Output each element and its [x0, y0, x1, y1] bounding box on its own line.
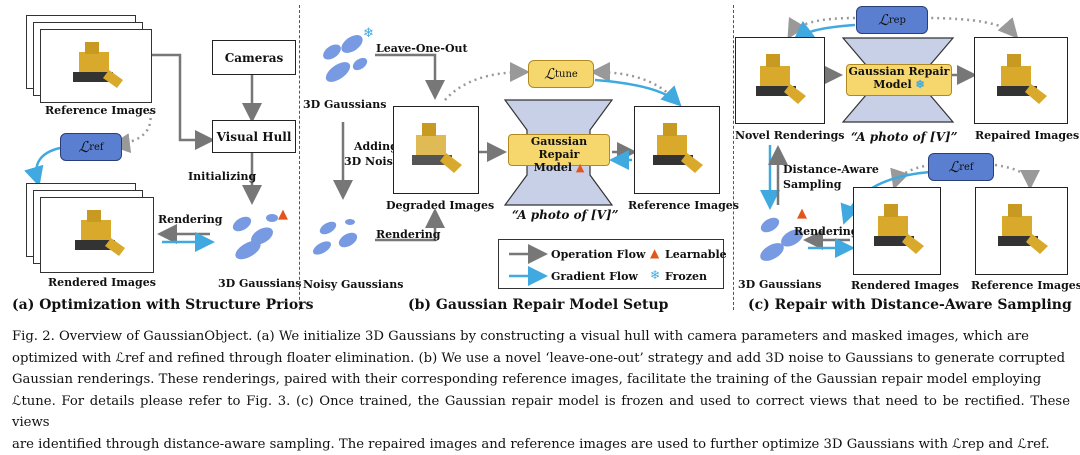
- gaussians-label-c: 3D Gaussians: [738, 278, 821, 291]
- noisy-gaussians-label: Noisy Gaussians: [303, 278, 403, 291]
- rendering-label-b: Rendering: [376, 228, 441, 241]
- visual-hull-box: Visual Hull: [212, 120, 296, 153]
- visual-hull-label: Visual Hull: [217, 130, 292, 144]
- fire-icon: ▲: [797, 206, 807, 221]
- separator-ab: [299, 5, 300, 310]
- reference-image-b: [634, 106, 720, 194]
- gaussians-label-b: 3D Gaussians: [303, 98, 386, 111]
- loss-rep-sub: rep: [889, 15, 906, 26]
- caption-c: (c) Repair with Distance-Aware Sampling: [748, 297, 1072, 313]
- reference-image-c: [975, 187, 1068, 275]
- rendering-label-c: Rendering: [794, 225, 859, 238]
- loss-ref-sub-c: ref: [959, 162, 973, 173]
- bulldozer-icon: [975, 38, 1067, 123]
- bulldozer-icon: [976, 188, 1067, 274]
- legend-arrows: [505, 240, 555, 288]
- caption-b: (b) Gaussian Repair Model Setup: [408, 297, 668, 313]
- bulldozer-icon: [394, 107, 478, 193]
- bulldozer-icon: [854, 188, 940, 274]
- repair-model-line1-c: Gaussian Repair: [847, 65, 951, 78]
- novel-rendering-image: [735, 37, 825, 124]
- prompt-label-c: “A photo of [V]”: [851, 130, 958, 144]
- loss-ref-symbol-c: ℒ: [948, 158, 959, 176]
- loss-ref-symbol: ℒ: [78, 138, 89, 156]
- legend-gradient-label: Gradient Flow: [551, 270, 638, 283]
- degraded-images-label: Degraded Images: [386, 199, 494, 212]
- distance-aware-label-1: Distance-Aware: [783, 163, 879, 176]
- reference-images-label: Reference Images: [45, 104, 156, 117]
- prompt-label-b: “A photo of [V]”: [512, 208, 619, 222]
- figure-caption: Fig. 2. Overview of GaussianObject. (a) …: [12, 326, 1070, 455]
- fire-icon: ▲: [650, 246, 659, 260]
- repaired-images-label: Repaired Images: [975, 129, 1079, 142]
- caption-a: (a) Optimization with Structure Priors: [12, 297, 313, 313]
- snowflake-icon: ❄: [363, 26, 374, 41]
- caption-line-1: Fig. 2. Overview of GaussianObject. (a) …: [12, 326, 1070, 348]
- reference-images-label-c: Reference Images: [971, 279, 1080, 292]
- caption-line-4: ℒtune. For details please refer to Fig. …: [12, 391, 1070, 434]
- legend: Operation Flow Gradient Flow ▲ Learnable…: [498, 239, 724, 289]
- fire-icon: ▲: [576, 161, 584, 174]
- reference-images-label-b: Reference Images: [628, 199, 739, 212]
- repair-model-line2: Model: [534, 161, 572, 174]
- legend-frozen-label: Frozen: [665, 270, 707, 283]
- loss-tune-symbol: ℒ: [544, 65, 555, 83]
- caption-line-5: are identified through distance-aware sa…: [12, 434, 1070, 455]
- repair-model-line2-c: Model: [873, 78, 911, 91]
- snowflake-icon: ❄: [916, 78, 925, 91]
- bulldozer-icon: [635, 107, 719, 193]
- bulldozer-icon: [41, 198, 153, 272]
- fire-icon: ▲: [278, 207, 288, 222]
- reference-image: [40, 29, 152, 103]
- legend-learnable-label: Learnable: [665, 248, 727, 261]
- rendered-image: [40, 197, 154, 273]
- cameras-box: Cameras: [212, 40, 296, 75]
- rendering-label-a: Rendering: [158, 213, 223, 226]
- degraded-image: [393, 106, 479, 194]
- repair-model-line1: Gaussian Repair: [509, 135, 609, 161]
- legend-operation-label: Operation Flow: [551, 248, 645, 261]
- snowflake-icon: ❄: [650, 268, 660, 282]
- novel-renderings-label: Novel Renderings: [735, 129, 844, 142]
- bulldozer-icon: [736, 38, 824, 123]
- initializing-label: Initializing: [188, 170, 256, 183]
- rendered-image-c: [853, 187, 941, 275]
- cameras-label: Cameras: [225, 51, 284, 65]
- bulldozer-icon: [41, 30, 151, 102]
- repair-model-label-b: Gaussian Repair Model ▲: [508, 134, 610, 166]
- repair-model-label-c: Gaussian Repair Model ❄: [846, 64, 952, 96]
- loss-ref-sub: ref: [89, 142, 103, 153]
- distance-aware-label-2: Sampling: [783, 178, 841, 191]
- repaired-image: [974, 37, 1068, 124]
- adding-noise-label-2: 3D Noise: [344, 155, 400, 168]
- gaussians-label-a: 3D Gaussians: [218, 277, 301, 290]
- leave-one-out-label: Leave-One-Out: [376, 42, 468, 55]
- loss-tune-sub: tune: [555, 69, 578, 80]
- separator-bc: [733, 5, 734, 310]
- caption-line-3: Gaussian renderings. These renderings, p…: [12, 369, 1070, 391]
- caption-line-2: optimized with ℒref and refined through …: [12, 348, 1070, 370]
- rendered-images-label: Rendered Images: [48, 276, 156, 289]
- adding-noise-label-1: Adding: [354, 140, 398, 153]
- rendered-images-label-c: Rendered Images: [851, 279, 959, 292]
- loss-rep-symbol: ℒ: [878, 11, 889, 29]
